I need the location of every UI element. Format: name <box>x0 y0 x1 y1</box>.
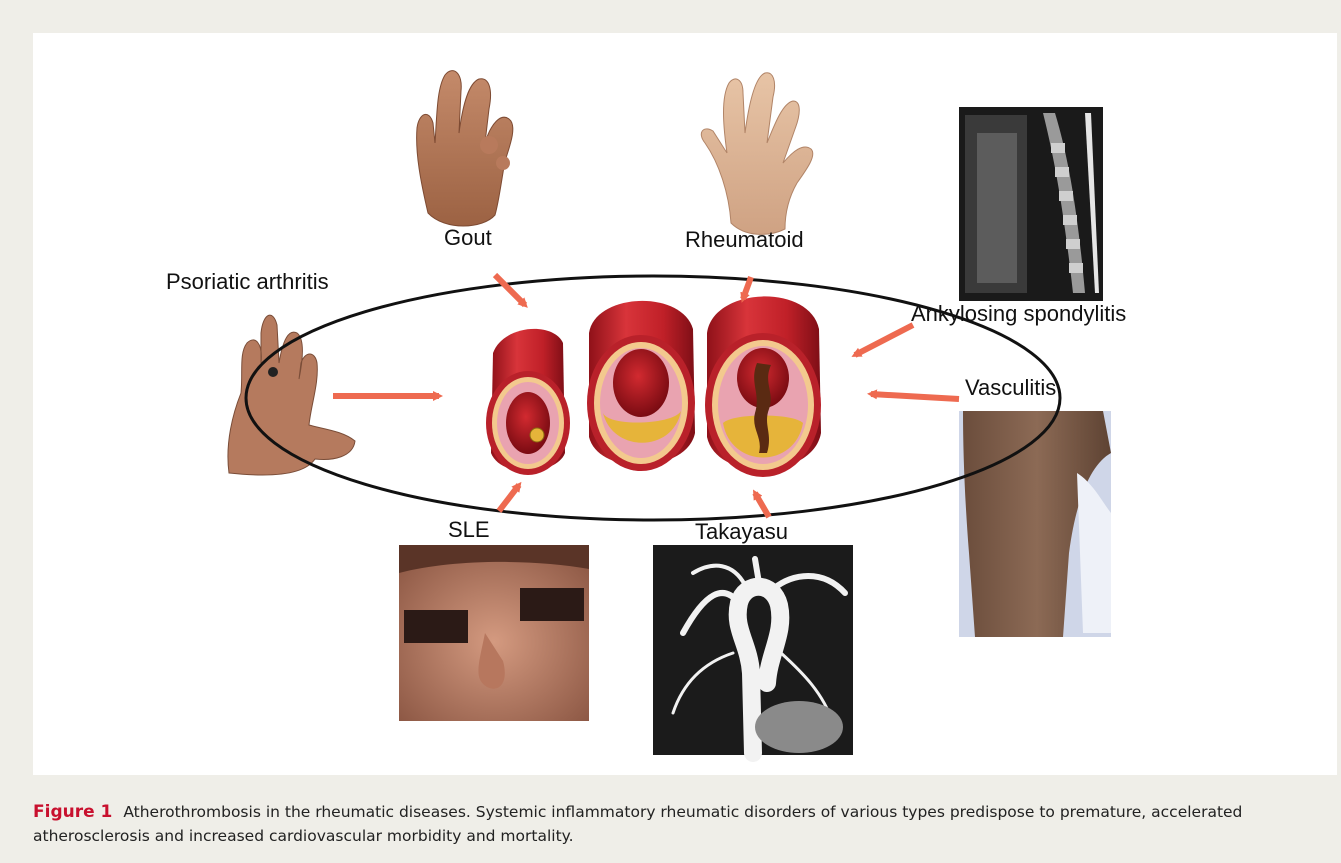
gout-hand-image <box>417 71 513 226</box>
figure-caption: Figure 1 Atherothrombosis in the rheumat… <box>33 800 1333 848</box>
figure-diagram <box>33 33 1337 775</box>
takayasu-angiogram-image <box>653 545 853 755</box>
label-vasculitis: Vasculitis <box>965 375 1056 401</box>
vasculitis-arm-image <box>959 411 1111 637</box>
rheumatoid-hand-image <box>701 73 813 235</box>
vessel-cross-section-3 <box>705 296 821 477</box>
figure-caption-text: Atherothrombosis in the rheumatic diseas… <box>33 803 1242 845</box>
figure-label: Figure 1 <box>33 802 112 822</box>
arrow-vasculitis <box>871 394 959 399</box>
arrow-gout <box>495 275 525 305</box>
label-sle: SLE <box>448 517 490 543</box>
vessel-cross-section-1 <box>486 329 570 475</box>
arrow-takayasu <box>755 493 769 517</box>
arrow-ankylosing <box>855 325 913 355</box>
label-gout: Gout <box>444 225 492 251</box>
figure-panel: Gout Rheumatoid Psoriatic arthritis Anky… <box>33 33 1337 775</box>
label-takayasu: Takayasu <box>695 519 788 545</box>
label-rheumatoid: Rheumatoid <box>685 227 804 253</box>
arrow-sle <box>499 485 519 511</box>
sle-face-image <box>399 545 589 721</box>
vessel-cross-section-2 <box>587 301 695 471</box>
label-psoriatic-arthritis: Psoriatic arthritis <box>166 269 329 295</box>
spine-mri-image <box>959 107 1103 301</box>
label-ankylosing-spondylitis: Ankylosing spondylitis <box>911 301 1126 327</box>
